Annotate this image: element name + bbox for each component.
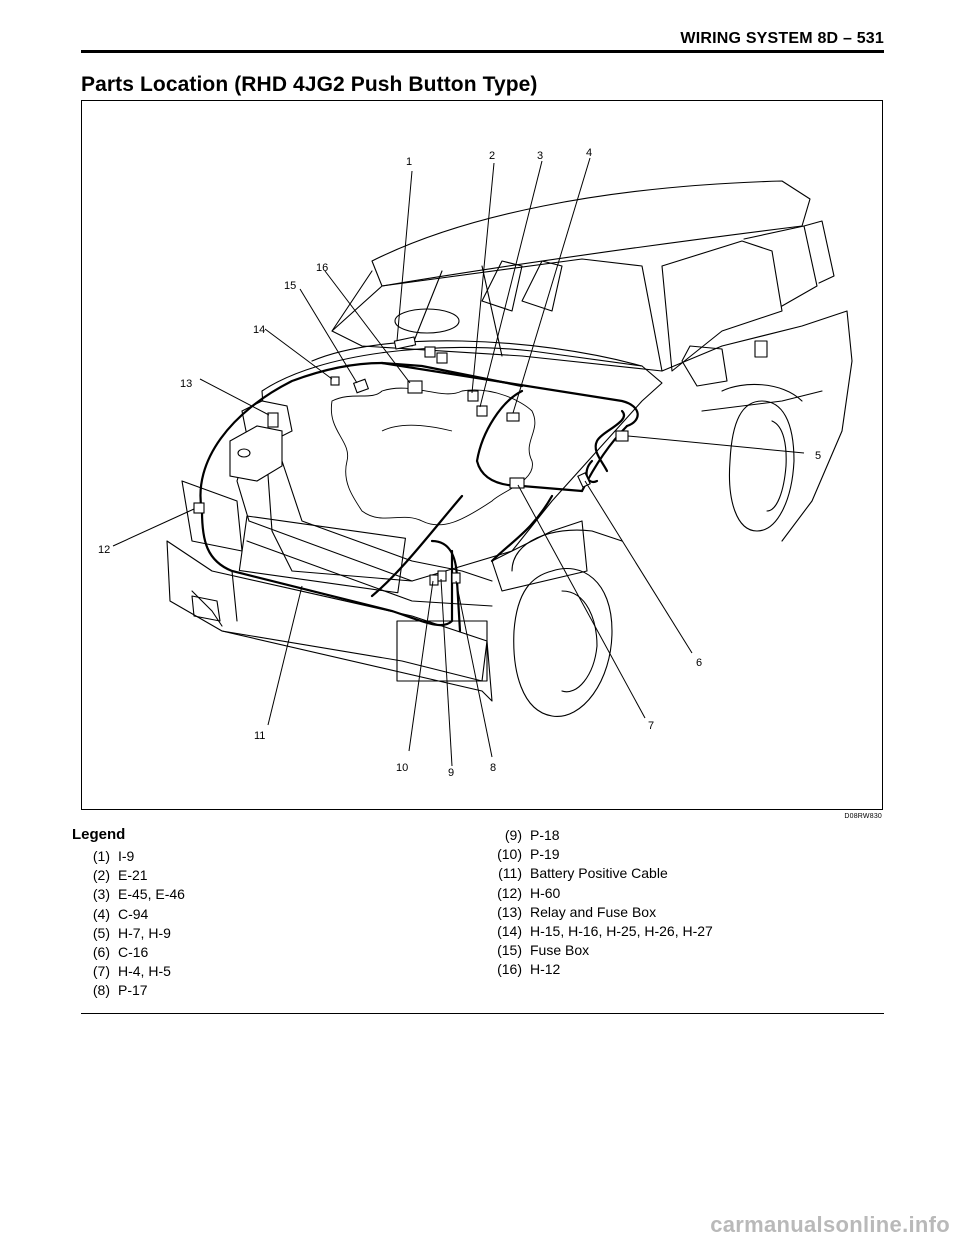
callout-12: 12	[98, 544, 110, 556]
legend-item-text: E-21	[118, 867, 148, 884]
callout-14: 14	[253, 324, 265, 336]
callout-7: 7	[648, 720, 654, 732]
legend-item-number: (8)	[92, 982, 110, 999]
figure-code: D08RW830	[844, 813, 882, 820]
wiring-diagram-figure: 1 2 3 4 5 6 7 8 9 10 11 12 13 14 15 16	[81, 100, 883, 810]
legend-item: (10) P-19	[497, 845, 713, 864]
legend-item-number: (12)	[497, 884, 522, 901]
callout-10: 10	[396, 762, 408, 774]
engine-bay-outline	[330, 387, 536, 526]
legend-item: (3) E-45, E-46	[93, 885, 185, 904]
callout-1: 1	[406, 156, 412, 168]
legend-item-text: C-94	[118, 905, 149, 922]
legend-item-text: C-16	[118, 943, 149, 960]
legend-item-number: (3)	[92, 886, 110, 903]
legend-item: (5) H-7, H-9	[93, 924, 185, 943]
legend-item-number: (16)	[497, 961, 522, 978]
legend-item-text: H-4, H-5	[118, 963, 171, 980]
legend-item-text: I-9	[118, 848, 135, 864]
legend-item-number: (5)	[92, 924, 110, 941]
legend-item-number: (9)	[504, 827, 522, 843]
callout-8: 8	[490, 762, 496, 774]
legend-item: (4) C-94	[93, 905, 185, 924]
legend-item-number: (2)	[92, 867, 110, 884]
legend-item: (14) H-15, H-16, H-25, H-26, H-27	[497, 922, 713, 941]
legend-item-text: P-17	[118, 982, 148, 999]
legend-item-number: (7)	[92, 963, 110, 980]
legend-item-number: (10)	[497, 846, 522, 863]
callout-13: 13	[180, 378, 192, 390]
legend-item-number: (6)	[92, 943, 110, 960]
legend-item-number: (4)	[92, 905, 110, 922]
battery-and-relay-box	[229, 400, 293, 482]
legend-item-number: (11)	[498, 865, 522, 882]
legend-item-text: P-19	[530, 846, 560, 863]
header-rule	[81, 50, 884, 53]
legend-item: (1) I-9	[93, 847, 185, 866]
legend-item-number: (14)	[497, 922, 522, 939]
callout-9: 9	[448, 767, 454, 779]
legend-item-text: Battery Positive Cable	[530, 865, 668, 882]
wiring-harness	[199, 361, 639, 633]
legend-item-text: H-12	[530, 961, 561, 978]
watermark: carmanualsonline.info	[710, 1212, 950, 1237]
header-title: WIRING SYSTEM 8D – 531	[680, 30, 884, 47]
callout-16: 16	[316, 262, 328, 274]
callout-leader-lines	[112, 157, 805, 767]
legend-item: (8) P-17	[93, 981, 185, 1000]
legend-item: (12) H-60	[497, 884, 713, 903]
legend-item: (13) Relay and Fuse Box	[497, 903, 713, 922]
callout-4: 4	[586, 147, 592, 159]
legend-item-number: (13)	[497, 903, 522, 920]
legend-item: (15) Fuse Box	[497, 941, 713, 960]
legend-item-text: H-7, H-9	[118, 924, 171, 941]
legend-item-text: H-15, H-16, H-25, H-26, H-27	[530, 922, 713, 939]
callout-15: 15	[284, 280, 296, 292]
legend-item: (11) Battery Positive Cable	[498, 864, 713, 883]
legend-item-text: E-45, E-46	[118, 886, 185, 903]
legend-item: (6) C-16	[93, 943, 185, 962]
legend-left-column: (1) I-9 (2) E-21 (3) E-45, E-46 (4) C-94 (5)…	[93, 847, 185, 1001]
legend-item: (9) P-18	[505, 826, 713, 845]
callout-6: 6	[696, 657, 702, 669]
vehicle-wiring-illustration: 1 2 3 4 5 6 7 8 9 10 11 12 13 14 15 16	[98, 147, 853, 779]
legend-item-number: (1)	[92, 848, 110, 864]
legend-heading: Legend	[72, 826, 126, 843]
footer-rule	[81, 1013, 884, 1014]
legend-item-text: Fuse Box	[530, 942, 590, 959]
legend-right-column: (9) P-18 (10) P-19 (11) Battery Positive Ca…	[497, 826, 713, 980]
legend-item: (2) E-21	[93, 866, 185, 885]
callout-5: 5	[815, 450, 821, 462]
legend-item: (7) H-4, H-5	[93, 962, 185, 981]
callout-11: 11	[254, 730, 265, 742]
legend-item-text: Relay and Fuse Box	[530, 903, 657, 920]
page-title: Parts Location (RHD 4JG2 Push Button Typ…	[81, 73, 538, 96]
legend-item-text: P-18	[530, 827, 560, 843]
legend-item: (16) H-12	[497, 960, 713, 979]
callout-2: 2	[489, 150, 495, 162]
legend-item-number: (15)	[497, 942, 522, 959]
connectors	[193, 336, 629, 586]
legend-item-text: H-60	[530, 884, 561, 901]
callout-3: 3	[537, 150, 543, 162]
callout-numbers: 1 2 3 4 5 6 7 8 9 10 11 12 13 14 15 16	[98, 147, 821, 779]
